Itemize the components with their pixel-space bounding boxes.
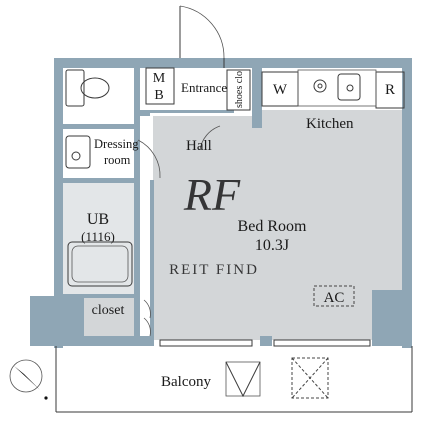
bathtub-icon [67, 241, 133, 287]
walls [30, 58, 412, 348]
kitchen-sink-icon [337, 73, 361, 101]
label-bedroom: Bed Room [238, 218, 307, 235]
label-refrigerator: R [385, 82, 395, 98]
balcony-vent-icon [225, 361, 261, 398]
kitchen-floor [262, 110, 409, 130]
label-hall: Hall [186, 138, 212, 154]
label-mb-top: M [153, 71, 166, 86]
label-ac: AC [324, 290, 345, 306]
ac-unit [313, 285, 355, 307]
watermark-monogram: RF [183, 169, 241, 220]
bedroom-floor [153, 116, 409, 340]
sink-icon [65, 135, 91, 169]
label-kitchen: Kitchen [306, 116, 354, 132]
label-shoes: shoes clo [234, 71, 245, 108]
label-dressing-bottom: room [104, 153, 131, 167]
balcony [55, 339, 413, 413]
label-balcony: Balcony [161, 374, 211, 390]
label-ub-size: (1116) [81, 229, 115, 244]
ub-floor [63, 182, 135, 294]
label-entrance: Entrance [181, 80, 227, 95]
label-ub: UB [87, 211, 109, 228]
interior-doors [137, 125, 221, 337]
watermark-brand: REIT FIND [169, 262, 259, 278]
north-compass-icon [9, 359, 48, 400]
label-bedroom-size: 10.3J [255, 237, 289, 254]
stove-icon [313, 79, 327, 93]
label-washer: W [273, 82, 288, 98]
label-closet: closet [92, 303, 125, 318]
label-dressing-top: Dressing [94, 137, 139, 151]
label-mb-bottom: B [154, 88, 163, 103]
toilet-icon [65, 69, 110, 107]
closet-floor [84, 298, 134, 338]
entrance-door [179, 5, 225, 68]
balcony-hatch [291, 357, 329, 399]
